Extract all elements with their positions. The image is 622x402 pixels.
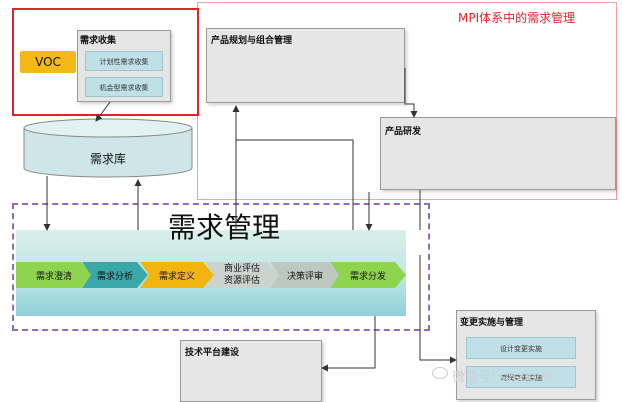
step-decision-review: 决策评审: [270, 262, 340, 288]
wechat-icon: [432, 367, 448, 379]
process-change-item: 流程变更实施: [466, 366, 576, 388]
requirement-management-frame: [12, 203, 430, 331]
product-planning-box: [206, 28, 405, 103]
change-management-title: 变更实施与管理: [460, 318, 524, 328]
step-label: 需求分发: [349, 271, 386, 282]
watermark-text: 微信号: szspemi: [452, 370, 553, 385]
step-define: 需求定义: [140, 262, 214, 288]
step-distribute: 需求分发: [330, 262, 406, 288]
requirement-management-title: 需求管理: [168, 211, 281, 244]
requirement-repository-cylinder: [23, 118, 193, 178]
mpi-title: MPI体系中的需求管理: [458, 11, 576, 25]
tech-platform-title: 技术平台建设: [185, 348, 240, 358]
product-planning-title: 产品规划与组合管理: [211, 36, 293, 46]
opportunity-requirement-item: 机会型需求收集: [85, 77, 163, 97]
requirement-collection-frame: [12, 8, 199, 116]
requirement-repository-label: 需求库: [89, 152, 126, 166]
planned-requirement-item: 计划性需求收集: [85, 51, 163, 71]
product-rnd-box: [380, 117, 616, 190]
step-analyze: 需求分析: [82, 262, 148, 288]
design-change-item: 设计变更实施: [466, 337, 576, 359]
step-label: 商业评估 资源评估: [223, 264, 260, 286]
step-evaluate: 商业评估 资源评估: [205, 262, 279, 288]
tech-platform-box: [180, 340, 322, 402]
step-label: 决策评审: [286, 271, 323, 282]
step-label: 需求分析: [96, 271, 133, 282]
step-label: 需求澄清: [35, 271, 72, 282]
product-rnd-title: 产品研发: [385, 127, 422, 137]
step-clarify: 需求澄清: [16, 262, 92, 288]
requirement-collection-title: 需求收集: [80, 36, 117, 46]
voc-box: VOC: [20, 51, 76, 73]
step-label: 需求定义: [158, 271, 195, 282]
